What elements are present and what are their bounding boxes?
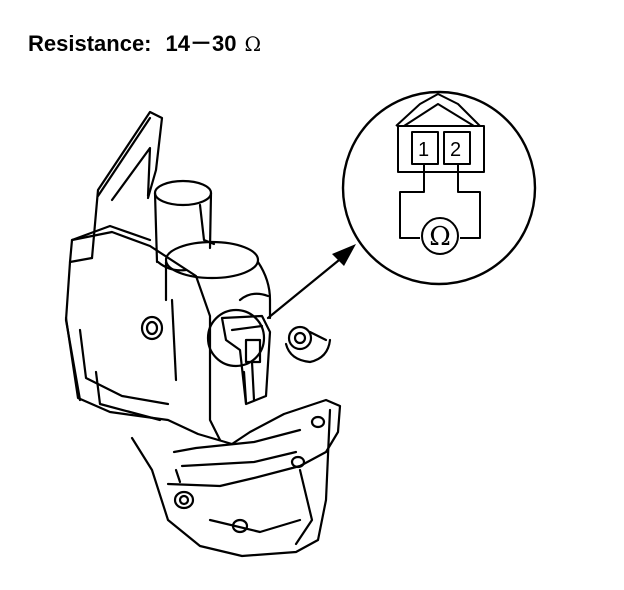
solenoid-body: [164, 240, 272, 320]
connector-latch: [395, 93, 481, 127]
ohmmeter-symbol: [421, 217, 459, 255]
terminal-1-label: 1: [418, 139, 429, 161]
front-bracket: [64, 224, 234, 446]
spec-label: Resistance:: [28, 31, 152, 56]
connector-housing: [397, 125, 485, 173]
valve-inlet-tube: [153, 179, 216, 272]
lower-bracket: [130, 398, 342, 558]
spec-unit: Ω: [244, 32, 262, 56]
resistance-spec-heading: Resistance: 14－30 Ω: [28, 26, 261, 58]
detail-circle: [341, 90, 537, 286]
callout-arrow: [266, 254, 346, 320]
ohm-icon: Ω: [429, 222, 451, 252]
spec-range: 14－30: [165, 31, 237, 56]
terminal-2-label: 2: [450, 139, 461, 161]
lead-2: [457, 164, 481, 239]
detail-magnifier: 1 2 Ω: [341, 90, 537, 286]
callout-arrowhead: [332, 244, 356, 266]
rear-bracket-plate: [64, 110, 164, 402]
mounting-bolt: [284, 325, 332, 364]
connector: [206, 308, 272, 406]
lead-1: [399, 164, 425, 239]
